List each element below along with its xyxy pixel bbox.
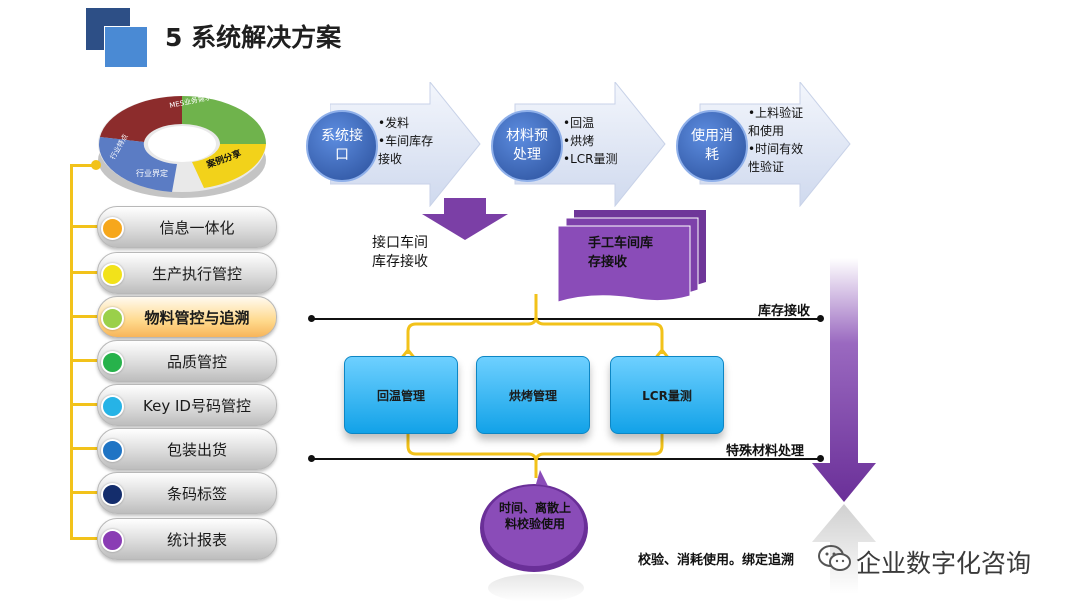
sidebar-connector-line <box>70 164 73 540</box>
sidebar-item[interactable]: 信息一体化 <box>97 206 277 248</box>
sidebar-connector <box>70 271 100 274</box>
sidebar-item[interactable]: 包装出货 <box>97 428 277 470</box>
sidebar-connector <box>70 447 100 450</box>
sidebar-item-label: 信息一体化 <box>159 219 235 237</box>
sidebar-item-label: 包装出货 <box>166 441 227 459</box>
sidebar-item[interactable]: 统计报表 <box>97 518 277 560</box>
sidebar-connector-top <box>70 164 94 167</box>
process-bullet: •车间库存 <box>378 134 434 148</box>
inventory-receipt-label: 库存接收 <box>758 304 811 319</box>
process-arrows <box>330 82 851 207</box>
donut-seg-bottom: 行业界定 <box>136 168 168 178</box>
sidebar-item[interactable]: 生产执行管控 <box>97 252 277 294</box>
sidebar-item-dot <box>101 351 124 374</box>
sidebar-connector <box>70 315 100 318</box>
sidebar-item-label: 生产执行管控 <box>151 265 242 283</box>
sidebar-item-label: Key ID号码管控 <box>143 397 251 415</box>
sidebar-item[interactable]: 品质管控 <box>97 340 277 382</box>
donut-chart: MES业务需求特点 行业特点 行业界定 案例分享 <box>98 89 266 198</box>
process-bullet: •LCR量测 <box>563 152 618 166</box>
reheat-management-box: 回温管理 <box>344 356 458 434</box>
special-line <box>312 458 820 460</box>
interface-receipt-label: 接口车间库存接收 <box>372 235 428 270</box>
process-step-title: 系统接口 <box>321 128 363 163</box>
sidebar-item-dot <box>101 395 124 418</box>
wechat-icon <box>818 545 851 571</box>
logo-square-light <box>104 26 148 68</box>
sidebar-item-dot <box>101 529 124 552</box>
process-bullet: •时间有效 <box>748 142 804 156</box>
special-line-end-dot <box>817 455 824 462</box>
sidebar-item-label: 品质管控 <box>166 353 227 371</box>
inventory-line-end-dot <box>817 315 824 322</box>
process-bullet: 和使用 <box>748 124 785 138</box>
process-step-title: 使用消耗 <box>691 128 733 163</box>
sidebar-item-label: 条码标签 <box>166 485 227 503</box>
sidebar-item-dot <box>101 483 124 506</box>
sidebar-item-dot <box>101 217 124 240</box>
process-bullet: •发料 <box>378 116 410 130</box>
bake-management-box: 烘烤管理 <box>476 356 590 434</box>
sidebar-connector <box>70 491 100 494</box>
donut-connector-dot <box>91 160 101 170</box>
inventory-line-start-dot <box>308 315 315 322</box>
sidebar-item-dot <box>101 439 124 462</box>
special-line-start-dot <box>308 455 315 462</box>
sidebar-connector <box>70 359 100 362</box>
sidebar-item-label: 统计报表 <box>166 531 227 549</box>
sidebar-connector <box>70 225 100 228</box>
sidebar-item-dot <box>101 307 124 330</box>
process-step-circle: 系统接口 <box>306 110 378 182</box>
sidebar-item-dot <box>101 263 124 286</box>
special-material-label: 特殊材料处理 <box>726 444 805 459</box>
arrow-reflection <box>812 504 876 594</box>
inventory-line <box>312 318 820 320</box>
footer-trace-text: 校验、消耗使用。绑定追溯 <box>638 553 795 568</box>
sidebar-item[interactable]: 物料管控与追溯 <box>97 296 277 338</box>
sidebar-connector <box>70 537 100 540</box>
sidebar-item[interactable]: Key ID号码管控 <box>97 384 277 426</box>
manual-receipt-doc <box>558 210 706 302</box>
process-step-bullets: •回温 •烘烤 •LCR量测 <box>563 114 633 168</box>
timing-bubble-label: 时间、离散上料校验使用 <box>498 501 571 531</box>
lcr-measure-box: LCR量测 <box>610 356 724 434</box>
process-step-bullets: •上料验证和使用 •时间有效性验证 <box>748 104 818 176</box>
sidebar-item-label: 物料管控与追溯 <box>144 309 250 327</box>
sidebar-connector <box>70 403 100 406</box>
right-down-arrow <box>812 258 876 502</box>
watermark-text: 企业数字化咨询 <box>856 549 1032 578</box>
process-step-bullets: •发料 •车间库存接收 <box>378 114 448 168</box>
process-bullet: •上料验证 <box>748 106 804 120</box>
process-bullet: 接收 <box>378 152 403 166</box>
process-step-circle: 材料预处理 <box>491 110 563 182</box>
process-bullet: •烘烤 <box>563 134 595 148</box>
process-bullet: 性验证 <box>748 160 785 174</box>
timing-bubble <box>480 470 588 572</box>
sidebar-item[interactable]: 条码标签 <box>97 472 277 514</box>
process-bullet: •回温 <box>563 116 595 130</box>
down-arrow-purple <box>422 198 508 240</box>
bubble-reflection <box>488 574 584 602</box>
manual-receipt-label: 手工车间库存接收 <box>588 236 654 270</box>
page-title: 5 系统解决方案 <box>165 23 342 52</box>
process-step-title: 材料预处理 <box>506 128 548 163</box>
process-step-circle: 使用消耗 <box>676 110 748 182</box>
